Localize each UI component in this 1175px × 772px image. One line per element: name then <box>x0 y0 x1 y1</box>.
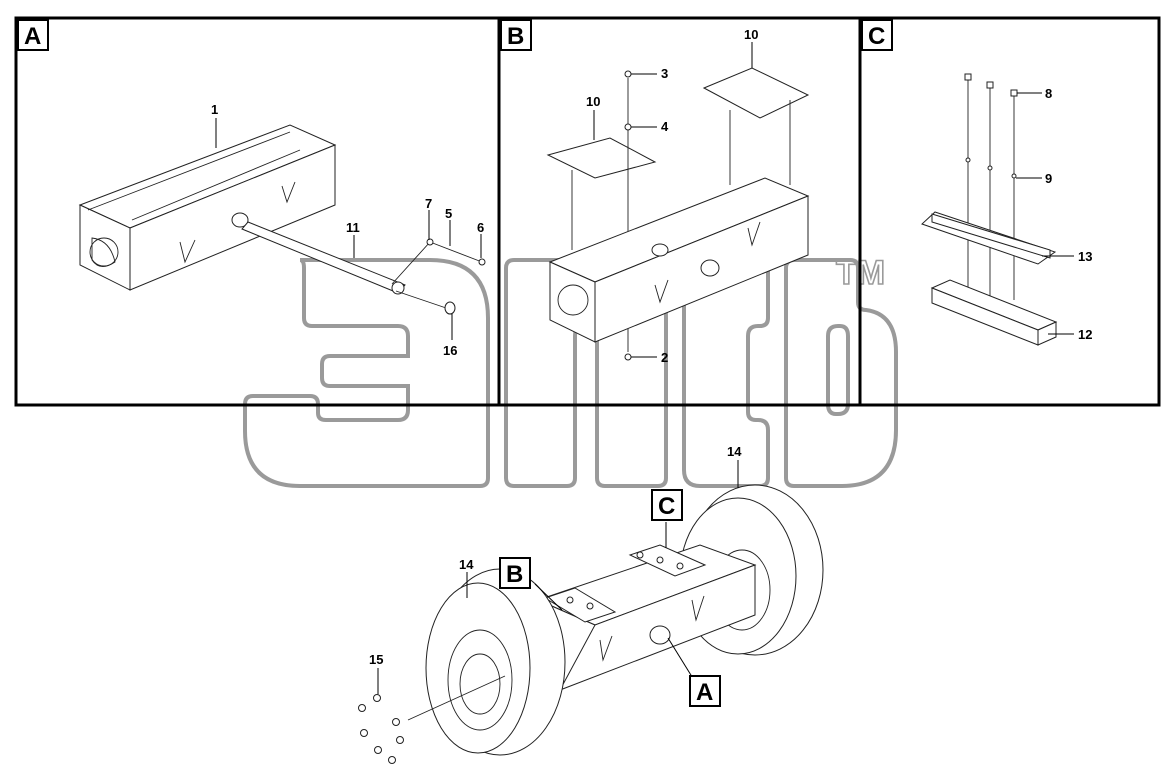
part-label-14-front: 14 <box>459 557 474 572</box>
part-label-9: 9 <box>1045 171 1052 186</box>
part-label-6: 6 <box>477 220 484 235</box>
part-label-2: 2 <box>661 350 668 365</box>
wheel-nuts <box>358 694 404 764</box>
callout-b-letter: B <box>506 561 523 588</box>
part-label-5: 5 <box>445 206 452 221</box>
tire-front-left <box>425 568 566 756</box>
axle-assembly <box>358 460 824 764</box>
callout-a-letter: A <box>696 679 713 706</box>
panel-c-drawing <box>921 73 1074 346</box>
part-label-13: 13 <box>1078 249 1092 264</box>
callout-c-letter: C <box>658 493 675 520</box>
part-label-1: 1 <box>211 102 218 117</box>
callout-a: A <box>689 675 721 707</box>
part-label-3: 3 <box>661 66 668 81</box>
callout-b: B <box>499 557 531 589</box>
panel-b-drawing <box>546 42 810 361</box>
cover-plate-right <box>702 67 810 119</box>
part-label-11: 11 <box>346 220 360 235</box>
callout-c: C <box>651 489 683 521</box>
panel-c-letter: C <box>868 23 885 50</box>
panel-a-letter: A <box>24 23 41 50</box>
panel-a-label: A <box>17 19 49 51</box>
part-label-4: 4 <box>661 119 669 134</box>
panel-c-label: C <box>861 19 893 51</box>
part-label-8: 8 <box>1045 86 1052 101</box>
part-label-10-right: 10 <box>744 27 758 42</box>
top-frame <box>14 16 1161 407</box>
cover-plate-left <box>546 137 657 179</box>
part-label-16: 16 <box>443 343 457 358</box>
panel-a-drawing <box>78 118 486 340</box>
part-label-12: 12 <box>1078 327 1092 342</box>
panel-b-letter: B <box>507 23 524 50</box>
part-label-15: 15 <box>369 652 383 667</box>
panel-b-label: B <box>500 19 532 51</box>
part-label-7: 7 <box>425 196 432 211</box>
part-label-14-rear: 14 <box>727 444 742 459</box>
part-label-10-left: 10 <box>586 94 600 109</box>
